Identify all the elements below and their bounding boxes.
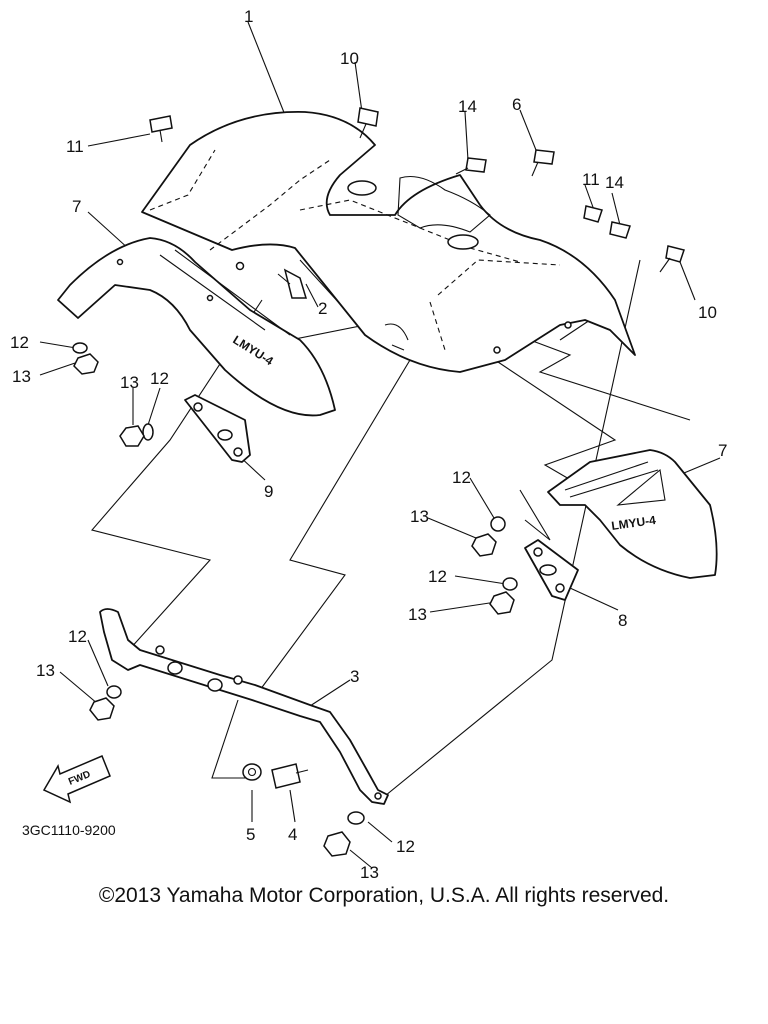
callout-12c: 12 bbox=[452, 468, 471, 487]
mud-flap-right: LMYU-4 bbox=[547, 449, 718, 579]
callout-1: 1 bbox=[244, 7, 253, 26]
plate-right-label: LMYU-4 bbox=[610, 513, 657, 533]
callout-10b: 10 bbox=[698, 303, 717, 322]
callout-13f: 13 bbox=[360, 863, 379, 880]
callout-13d: 13 bbox=[408, 605, 427, 624]
callout-5: 5 bbox=[246, 825, 255, 844]
washers bbox=[72, 342, 518, 825]
parts-diagram: LMYU-4 LMYU-4 bbox=[10, 7, 727, 880]
nuts bbox=[73, 353, 515, 857]
callout-12e: 12 bbox=[68, 627, 87, 646]
callout-9: 9 bbox=[264, 482, 273, 501]
mud-flap-left: LMYU-4 bbox=[57, 237, 336, 417]
callout-13e: 13 bbox=[36, 661, 55, 680]
callout-13c: 13 bbox=[410, 507, 429, 526]
callout-2: 2 bbox=[318, 299, 327, 318]
callout-11b: 11 bbox=[582, 170, 600, 189]
callout-12b: 12 bbox=[150, 369, 169, 388]
callout-14b: 14 bbox=[605, 173, 624, 192]
callout-12f: 12 bbox=[396, 837, 415, 856]
callout-12d: 12 bbox=[428, 567, 447, 586]
callout-numbers: 1 10 14 6 11 11 14 10 7 2 12 13 13 12 9 … bbox=[10, 7, 727, 880]
callout-4: 4 bbox=[288, 825, 297, 844]
screws bbox=[149, 107, 685, 789]
copyright-notice: ©2013 Yamaha Motor Corporation, U.S.A. A… bbox=[98, 884, 670, 907]
callout-3: 3 bbox=[350, 667, 359, 686]
callout-10a: 10 bbox=[340, 49, 359, 68]
leader-lines bbox=[39, 21, 721, 869]
callout-8: 8 bbox=[618, 611, 627, 630]
callout-14a: 14 bbox=[458, 97, 477, 116]
callout-7b: 7 bbox=[718, 441, 727, 460]
bracket-left bbox=[184, 394, 251, 463]
bracket-right bbox=[524, 539, 579, 601]
front-fender bbox=[141, 111, 636, 373]
callout-12a: 12 bbox=[10, 333, 29, 352]
callout-7a: 7 bbox=[72, 197, 81, 216]
fwd-arrow-icon: FWD bbox=[42, 755, 111, 804]
callout-13b: 13 bbox=[120, 373, 139, 392]
callout-11a: 11 bbox=[66, 137, 84, 156]
fender-stay bbox=[99, 608, 389, 805]
drawing-code: 3GC1110-9200 bbox=[22, 822, 116, 838]
callout-13a: 13 bbox=[12, 367, 31, 386]
callout-6: 6 bbox=[512, 95, 521, 114]
